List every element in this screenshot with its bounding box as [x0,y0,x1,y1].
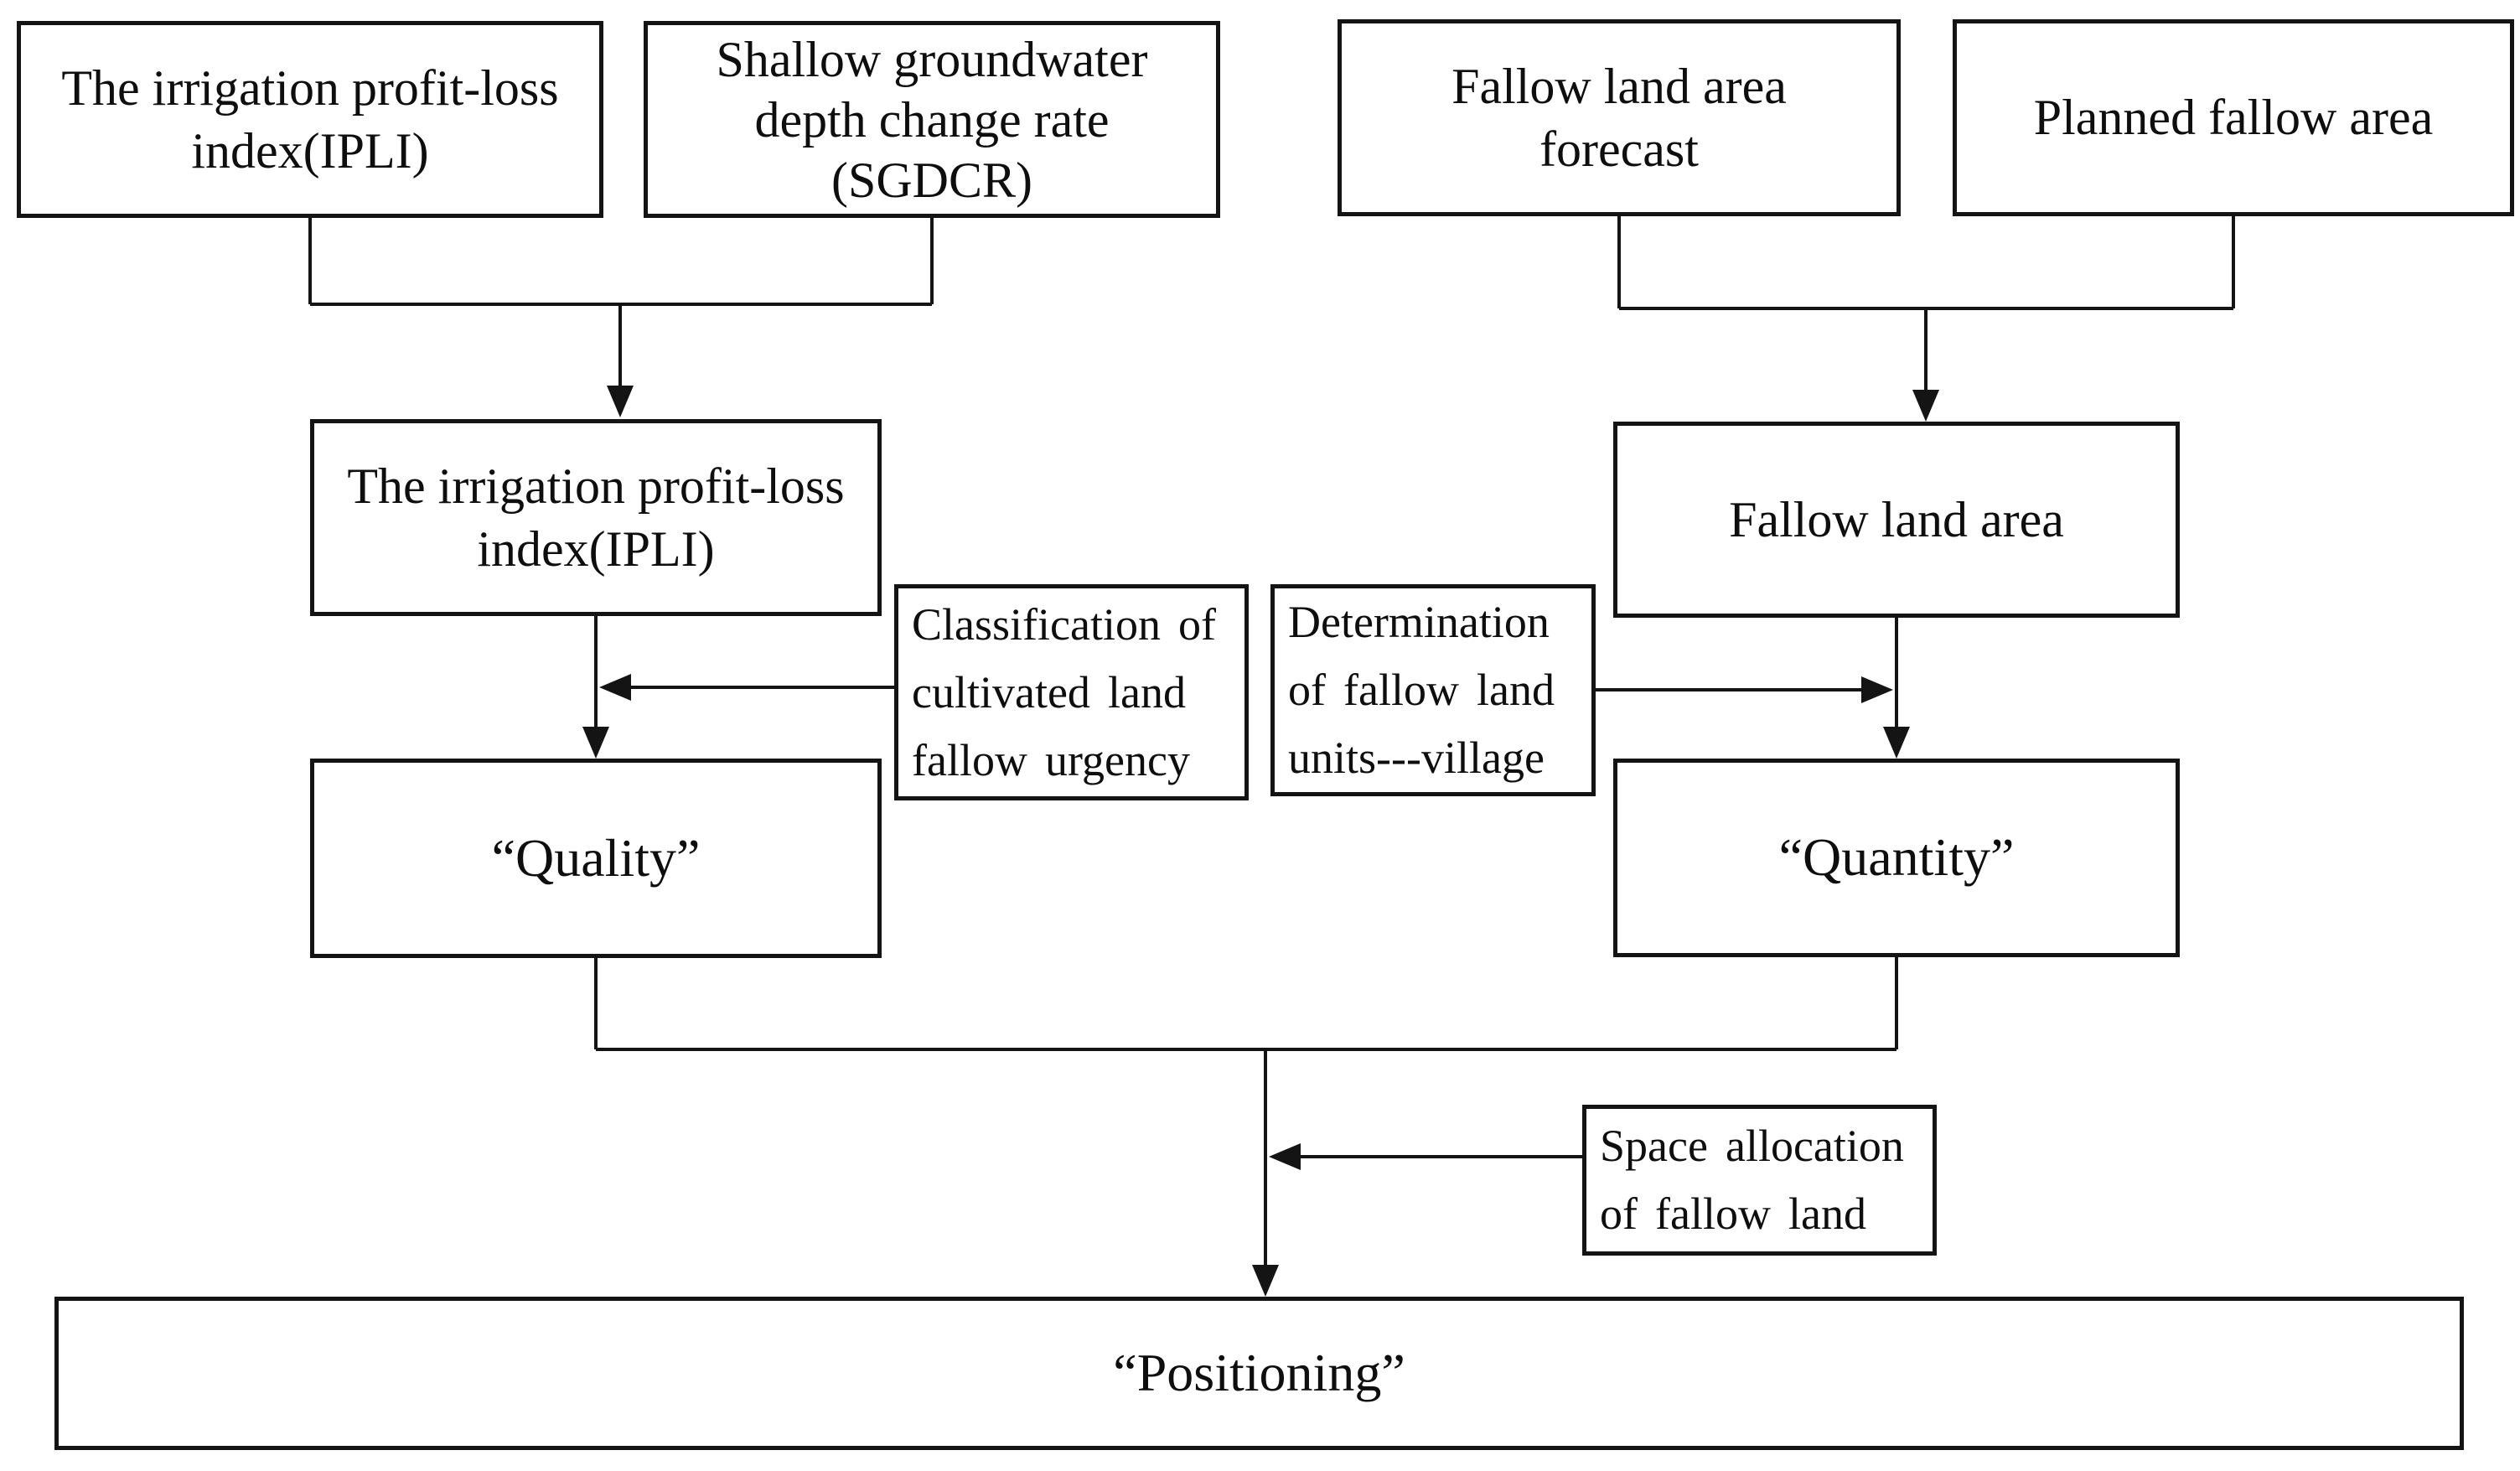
node-fallow-area: Fallow land area [1613,422,2180,618]
node-quality: “Quality” [310,759,882,958]
connector-ipli-sgdcr-merge [308,218,934,389]
node-quantity-label: “Quantity” [1778,827,2015,888]
node-ipli-mid-label: The irrigation profit-loss index(IPLI) [347,458,845,577]
arrowhead-into-quantity [1883,727,1910,759]
node-positioning: “Positioning” [54,1297,2464,1450]
arrowhead-into-quality [582,727,609,759]
node-planned-fallow: Planned fallow area [1953,19,2514,216]
node-determination: Determination of fallow land units---vil… [1270,584,1596,796]
node-sgdcr-label: Shallow groundwater depth change rate (S… [716,31,1148,208]
node-sgdcr: Shallow groundwater depth change rate (S… [644,21,1220,218]
node-classification: Classification of cultivated land fallow… [894,584,1249,800]
arrowhead-space-allocation-left [1269,1143,1301,1170]
node-fallow-forecast: Fallow land area forecast [1338,19,1901,216]
node-fallow-area-label: Fallow land area [1729,491,2064,547]
node-positioning-label: “Positioning” [1113,1343,1405,1403]
node-planned-fallow-label: Planned fallow area [2033,90,2434,145]
node-classification-label: Classification of cultivated land fallow… [912,598,1216,785]
node-fallow-forecast-label: Fallow land area forecast [1451,58,1787,177]
node-quantity: “Quantity” [1613,759,2180,957]
arrowhead-into-fallow-area [1912,390,1939,422]
node-space-allocation-label: Space allocation of fallow land [1600,1121,1904,1239]
arrowhead-into-positioning [1252,1265,1279,1297]
node-ipli-input: The irrigation profit-loss index(IPLI) [17,21,603,218]
node-ipli-mid: The irrigation profit-loss index(IPLI) [310,419,882,616]
node-space-allocation: Space allocation of fallow land [1582,1105,1937,1256]
arrowhead-determination-right [1861,676,1893,703]
node-determination-label: Determination of fallow land units---vil… [1288,597,1555,783]
arrowhead-into-ipli-mid [607,386,634,417]
node-quality-label: “Quality” [491,827,701,888]
node-ipli-input-label: The irrigation profit-loss index(IPLI) [61,60,559,179]
arrowhead-classification-left [599,674,631,701]
connector-quality-quantity-merge [594,957,1898,1268]
connector-forecast-planned-merge [1617,216,2235,393]
